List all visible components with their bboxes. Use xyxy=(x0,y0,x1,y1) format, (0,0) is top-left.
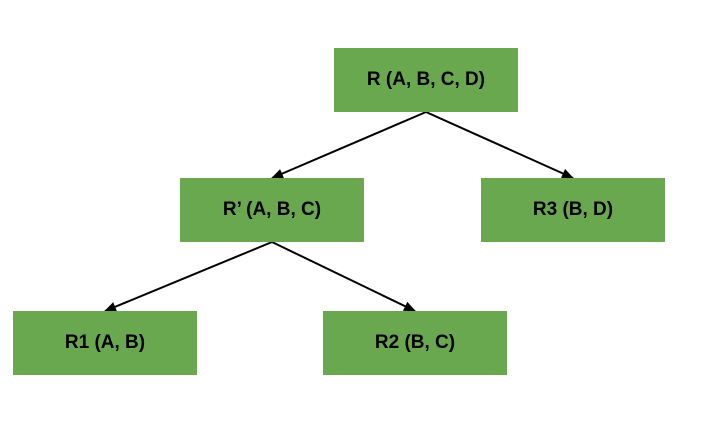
node-r1: R1 (A, B) xyxy=(13,311,197,375)
edge-rprime-to-r2 xyxy=(271,241,416,312)
edge-r-to-rprime xyxy=(271,111,427,179)
edge-rprime-to-r1 xyxy=(104,241,273,312)
node-r2: R2 (B, C) xyxy=(323,311,507,375)
node-r3: R3 (B, D) xyxy=(481,178,665,242)
node-r: R (A, B, C, D) xyxy=(334,48,518,112)
edge-r-to-r3 xyxy=(425,111,574,179)
node-r-prime: R’ (A, B, C) xyxy=(180,178,364,242)
